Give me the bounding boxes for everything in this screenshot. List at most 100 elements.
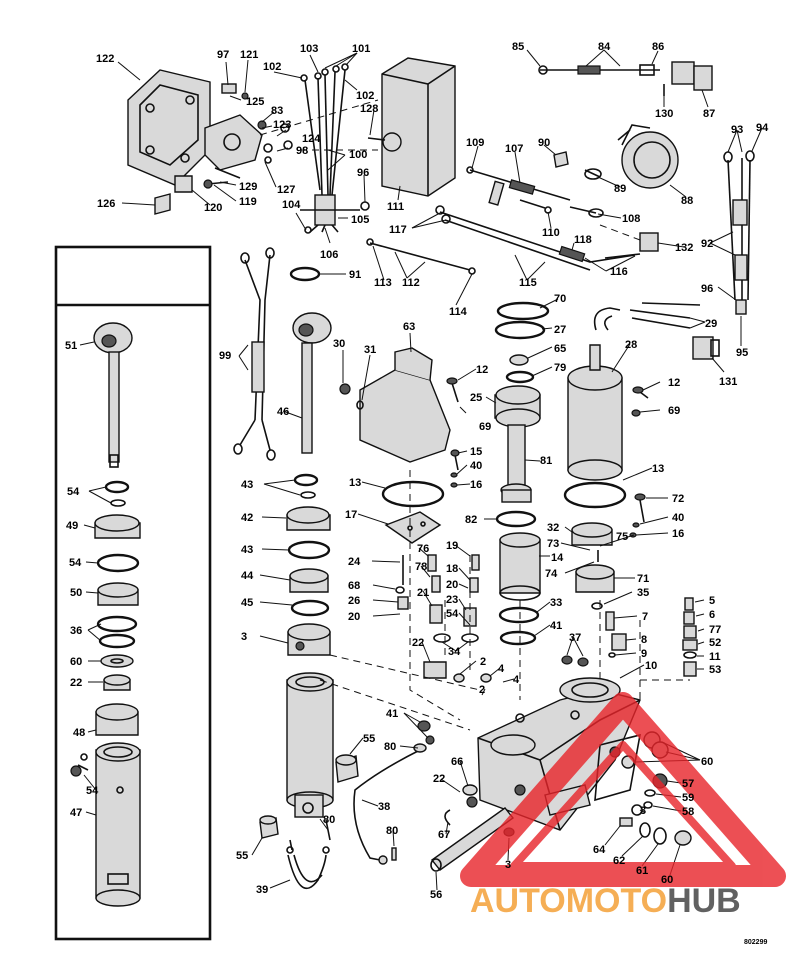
part-label: 69 [479, 421, 491, 433]
part-label: 37 [569, 632, 581, 644]
part-label: 116 [610, 266, 628, 278]
part-label: 41 [386, 708, 398, 720]
part-label: 91 [349, 269, 361, 281]
part-label: 22 [70, 677, 82, 689]
part-labels: 122 97 121 103 101 102 102 125 128 83 12… [65, 41, 769, 901]
part-label: 94 [756, 122, 769, 134]
part-label: 100 [349, 149, 367, 161]
part-label: 119 [239, 196, 257, 208]
part-label: 126 [97, 198, 115, 210]
part-label: 44 [241, 570, 254, 582]
part-label: 64 [593, 844, 606, 856]
part-label: 2 [480, 656, 486, 668]
trim-cylinder-assembly [233, 247, 427, 890]
part-label: 2 [479, 684, 485, 696]
part-label: 14 [551, 552, 564, 564]
cable-assembly [366, 205, 641, 275]
part-label: 131 [719, 376, 737, 388]
warning-triangle-icon [460, 692, 786, 887]
drawing-code: 802299 [744, 939, 767, 946]
part-label: 104 [282, 199, 301, 211]
part-label: 32 [547, 522, 559, 534]
part-label: 106 [320, 249, 338, 261]
leader-lines [79, 49, 763, 891]
part-label: 13 [652, 463, 664, 475]
part-label: 3 [505, 859, 511, 871]
part-label: 66 [451, 756, 463, 768]
part-label: 92 [701, 238, 713, 250]
brand-watermark: AUTOMOTOHUB [460, 692, 786, 920]
part-label: 87 [703, 108, 715, 120]
part-label: 13 [349, 477, 361, 489]
part-label: 43 [241, 544, 253, 556]
part-label: 109 [466, 137, 484, 149]
part-label: 55 [363, 733, 375, 745]
part-label: 114 [449, 306, 468, 318]
part-label: 62 [613, 855, 625, 867]
part-label: 98 [296, 145, 308, 157]
part-label: 34 [448, 646, 461, 658]
part-label: 17 [345, 509, 357, 521]
part-label: 52 [709, 637, 721, 649]
part-label: 24 [348, 556, 361, 568]
part-label: 3 [640, 805, 646, 817]
part-label: 42 [241, 512, 253, 524]
part-label: 132 [675, 242, 693, 254]
junction-box-assembly [127, 57, 456, 234]
part-label: 16 [672, 528, 684, 540]
part-label: 111 [387, 201, 404, 213]
part-label: 97 [217, 49, 229, 61]
part-label: 12 [668, 377, 680, 389]
part-label: 96 [357, 167, 369, 179]
part-label: 43 [241, 479, 253, 491]
part-label: 102 [356, 90, 374, 102]
part-label: 84 [598, 41, 611, 53]
part-label: 51 [65, 340, 77, 352]
part-label: 101 [352, 43, 370, 55]
part-label: 25 [470, 392, 482, 404]
part-label: 49 [66, 520, 78, 532]
part-label: 27 [554, 324, 566, 336]
part-label: 125 [246, 96, 264, 108]
part-label: 122 [96, 53, 114, 65]
part-label: 58 [682, 806, 694, 818]
part-label: 86 [652, 41, 664, 53]
part-label: 57 [682, 778, 694, 790]
part-label: 53 [709, 664, 721, 676]
part-label: 11 [709, 651, 721, 663]
part-label: 54 [69, 557, 82, 569]
part-label: 50 [70, 587, 82, 599]
part-label: 9 [641, 648, 647, 660]
part-label: 15 [470, 446, 482, 458]
part-label: 18 [446, 563, 458, 575]
part-label: 67 [438, 829, 450, 841]
part-label: 117 [389, 224, 407, 236]
part-label: 128 [360, 103, 378, 115]
part-label: 7 [642, 611, 648, 623]
part-label: 81 [540, 455, 552, 467]
part-label: 12 [476, 364, 488, 376]
part-label: 60 [701, 756, 713, 768]
part-label: 68 [348, 580, 360, 592]
brand-name-part1: AUTOMOTO [470, 882, 667, 920]
part-label: 61 [636, 865, 648, 877]
part-label: 89 [614, 183, 626, 195]
part-label: 65 [554, 343, 566, 355]
part-label: 113 [374, 277, 392, 289]
part-label: 70 [554, 293, 566, 305]
part-label: 31 [364, 344, 376, 356]
part-label: 69 [668, 405, 680, 417]
gauge-and-harness-assembly [466, 61, 755, 315]
part-label: 108 [622, 213, 640, 225]
part-label: 28 [625, 339, 637, 351]
part-label: 88 [681, 195, 693, 207]
part-label: 4 [513, 674, 520, 686]
part-label: 129 [239, 181, 257, 193]
part-label: 115 [519, 277, 537, 289]
part-label: 47 [70, 807, 82, 819]
part-label: 23 [446, 594, 458, 606]
part-label: 30 [333, 338, 345, 350]
part-label: 8 [641, 634, 647, 646]
part-label: 99 [219, 350, 231, 362]
part-label: 22 [433, 773, 445, 785]
